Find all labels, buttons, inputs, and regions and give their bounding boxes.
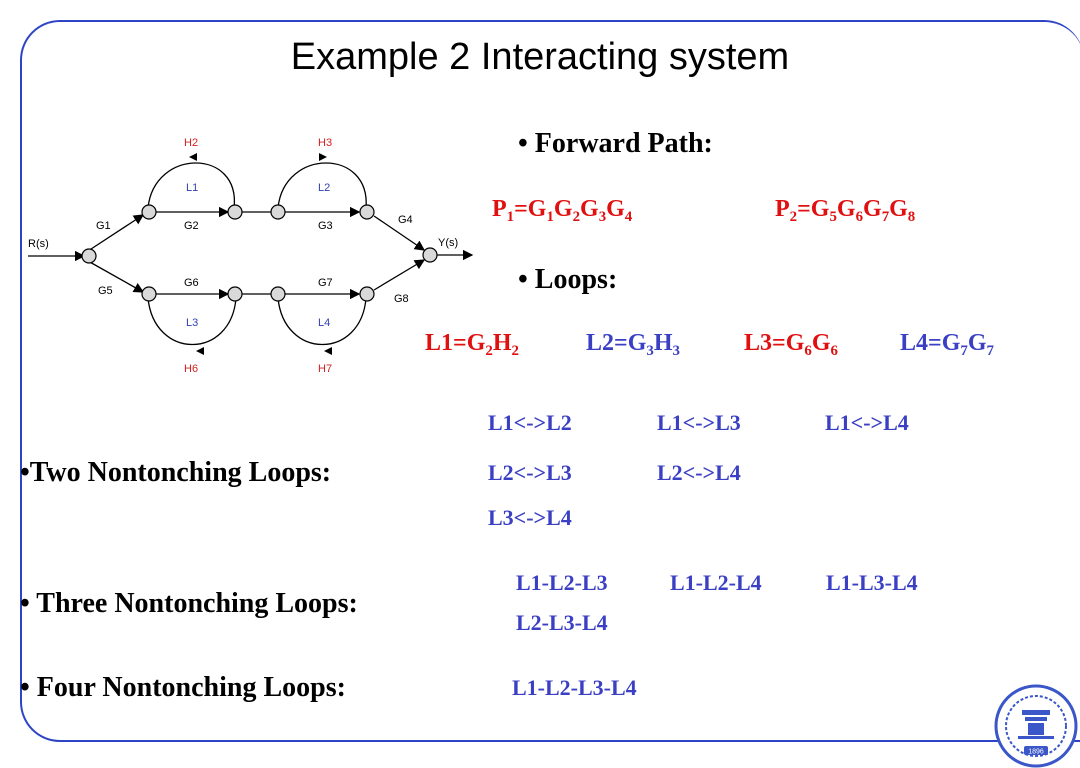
- triple-item: L1-L3-L4: [826, 570, 918, 595]
- gain-g2: G2: [184, 220, 199, 232]
- two-nontouching-heading: •Two Nontonching Loops:: [20, 457, 332, 488]
- feedback-h7: H7: [318, 363, 332, 375]
- loops-heading: • Loops:: [518, 264, 618, 295]
- feedback-h3: H3: [318, 137, 332, 149]
- output-label: Y(s): [438, 237, 458, 249]
- slide-frame: [20, 20, 1080, 742]
- pair-item: L2<->L3: [488, 460, 572, 485]
- pair-item: L3<->L4: [488, 505, 572, 530]
- university-logo-icon: 1896: [994, 684, 1078, 768]
- pair-item: L2<->L4: [657, 460, 741, 485]
- gain-g7: G7: [318, 277, 333, 289]
- loop-label-l1: L1: [186, 182, 198, 194]
- pair-item: L1<->L2: [488, 410, 572, 435]
- page-title: Example 2 Interacting system: [290, 36, 790, 78]
- pair-item: L1<->L3: [657, 410, 741, 435]
- forward-path-p2: P2=G5G6G7G8: [775, 196, 916, 226]
- loop-l4: L4=G7G7: [900, 330, 994, 360]
- triple-item: L2-L3-L4: [516, 610, 608, 635]
- gain-g5: G5: [98, 285, 113, 297]
- forward-path-heading: • Forward Path:: [518, 128, 713, 159]
- feedback-h6: H6: [184, 363, 198, 375]
- three-nontouching-heading: • Three Nontonching Loops:: [20, 588, 358, 619]
- input-label: R(s): [28, 238, 49, 250]
- feedback-h2: H2: [184, 137, 198, 149]
- logo-year: 1896: [1028, 749, 1044, 756]
- loop-label-l3: L3: [186, 317, 198, 329]
- loop-l1: L1=G2H2: [425, 330, 519, 360]
- signal-flow-diagram: R(s) Y(s) G1 G2 G3 G4 G5 G6 G7 G8 L1 L2 …: [28, 137, 474, 375]
- forward-path-p1: P1=G1G2G3G4: [492, 196, 633, 226]
- loop-l3: L3=G6G6: [744, 330, 838, 360]
- pair-item: L1<->L4: [825, 410, 909, 435]
- four-nontouching-heading: • Four Nontonching Loops:: [20, 672, 346, 703]
- gain-g1: G1: [96, 220, 111, 232]
- gain-g8: G8: [394, 293, 409, 305]
- gain-g4: G4: [398, 214, 413, 226]
- quad-item: L1-L2-L3-L4: [512, 675, 637, 700]
- triple-item: L1-L2-L4: [670, 570, 762, 595]
- loop-l2: L2=G3H3: [586, 330, 680, 360]
- gain-g3: G3: [318, 220, 333, 232]
- loop-label-l4: L4: [318, 317, 330, 329]
- triple-item: L1-L2-L3: [516, 570, 608, 595]
- gain-g6: G6: [184, 277, 199, 289]
- loop-label-l2: L2: [318, 182, 330, 194]
